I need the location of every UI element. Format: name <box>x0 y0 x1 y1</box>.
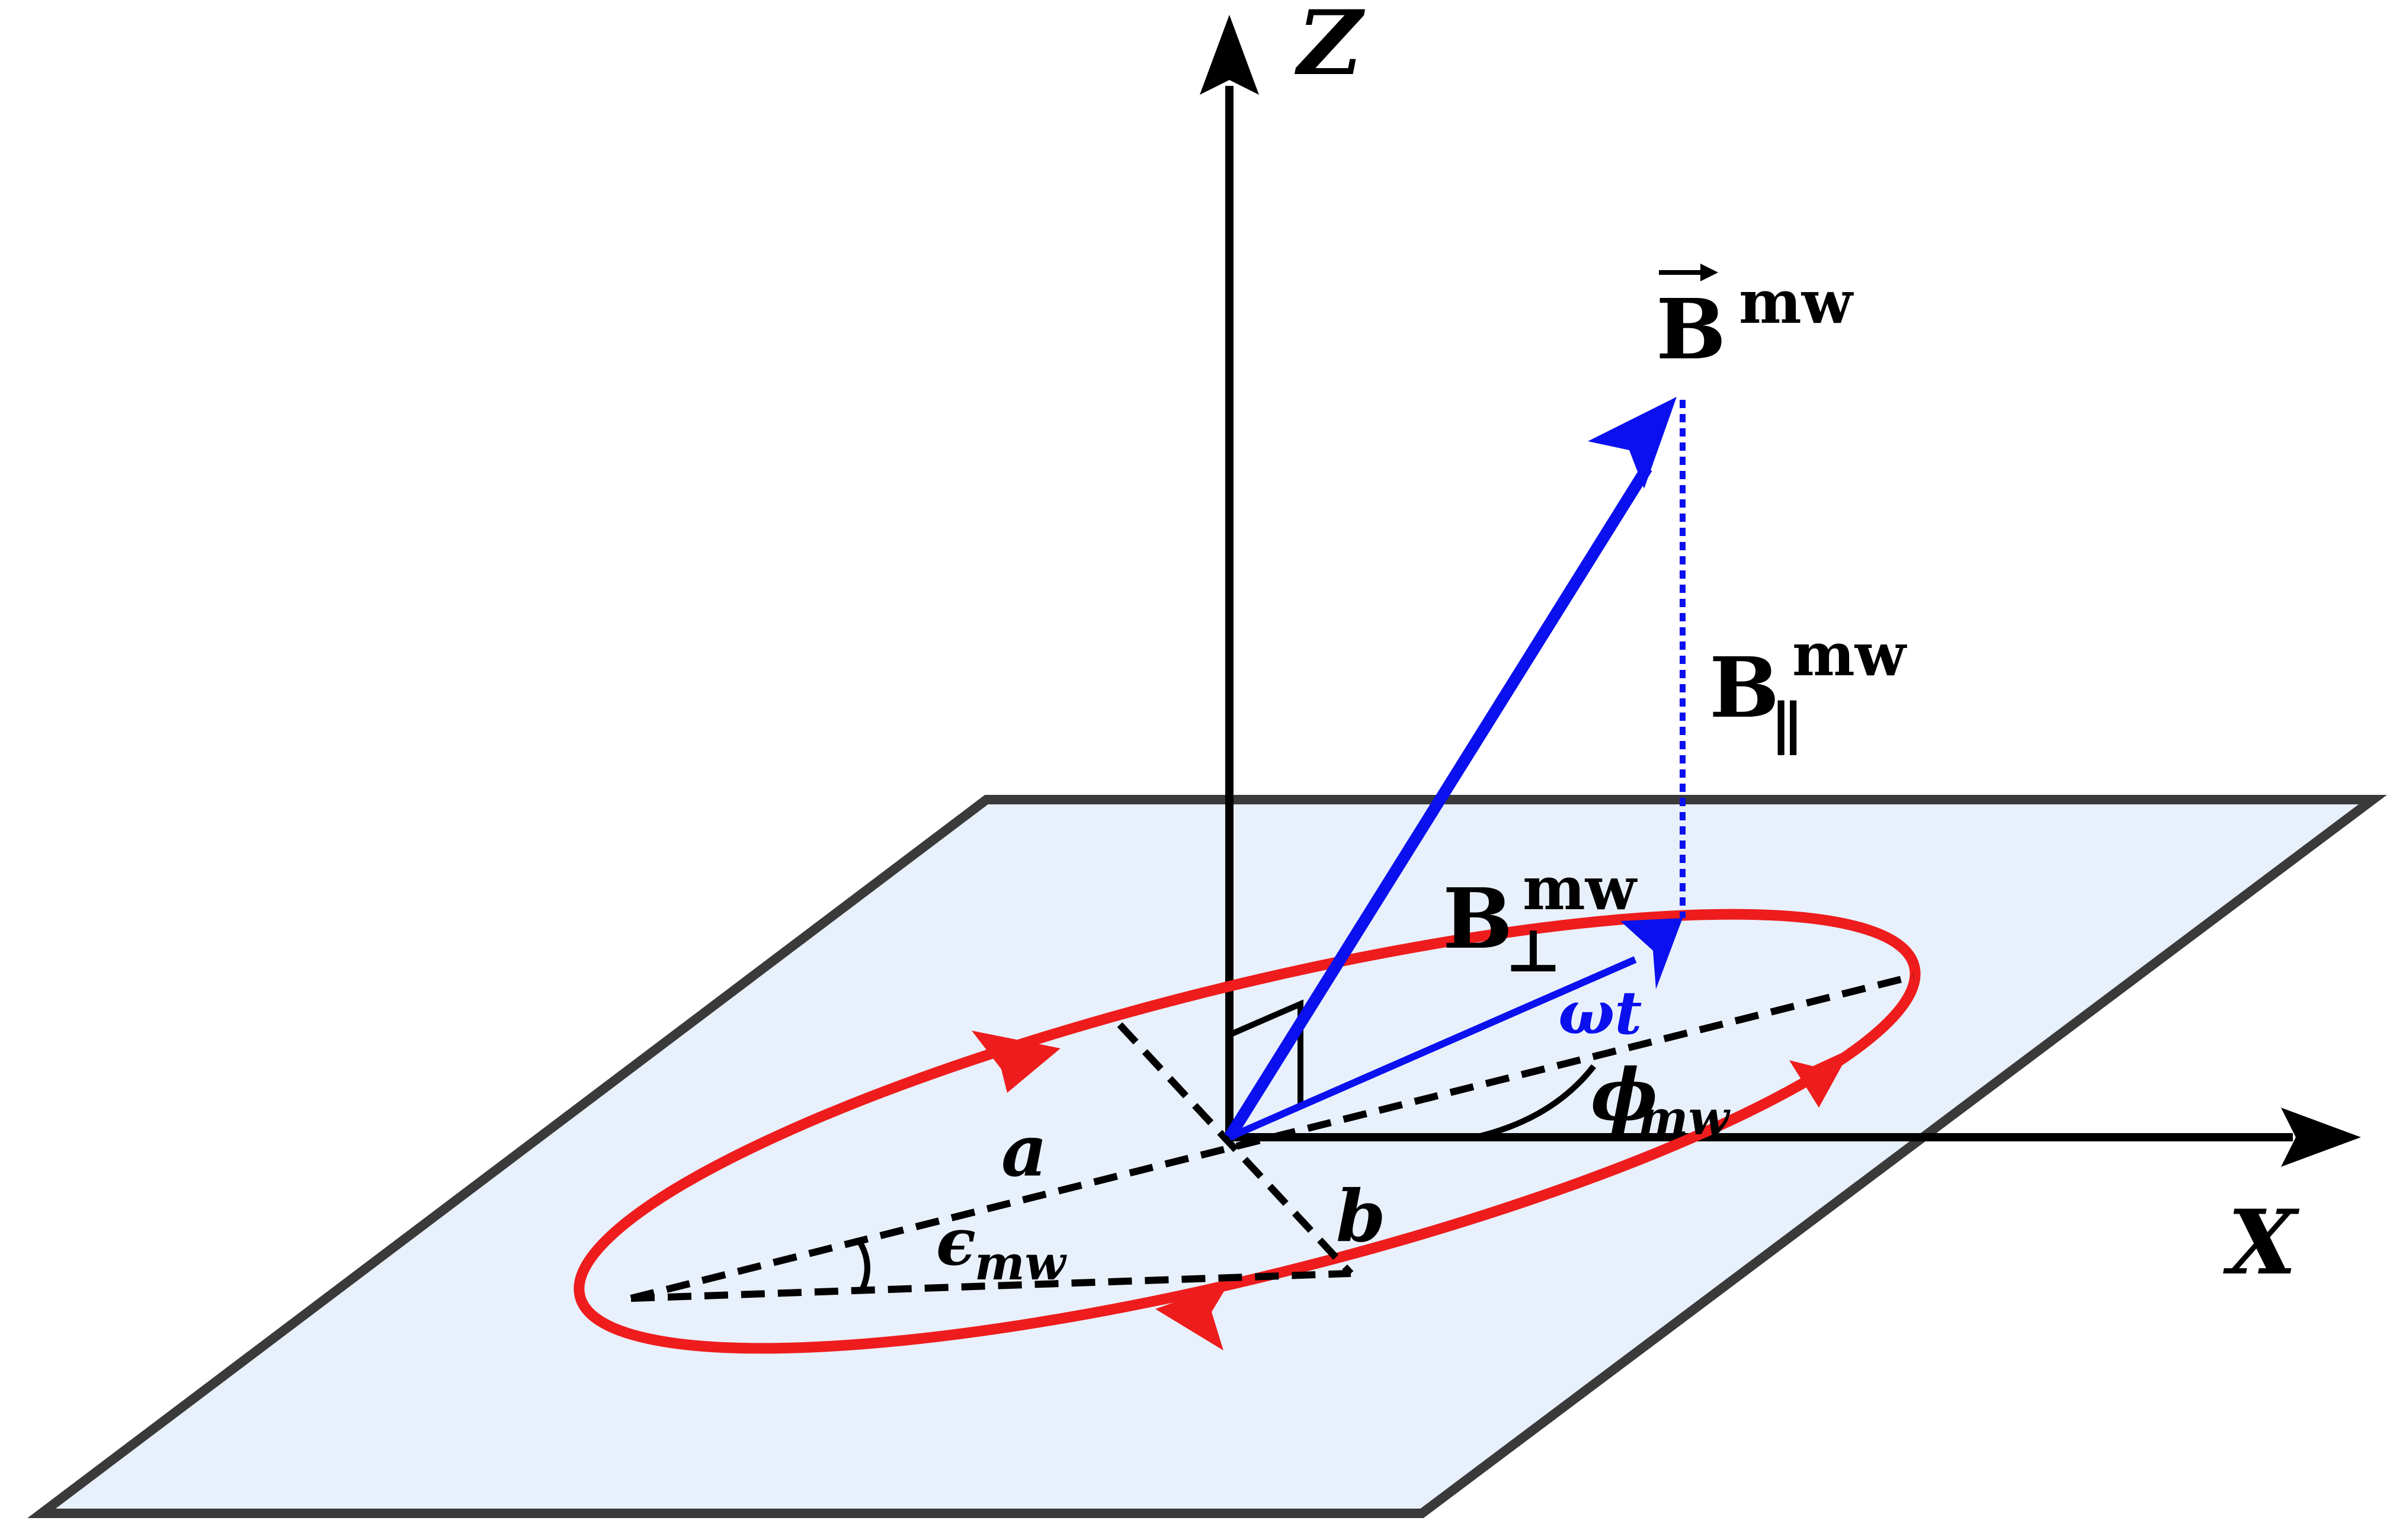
right-angle-marker <box>1231 999 1303 1105</box>
epsilon-subscript: mw <box>975 1235 1068 1291</box>
b-parallel-letter: B <box>1709 640 1779 737</box>
b-perp-label: B mw ⊥ <box>1443 854 1638 986</box>
b-perp-vector-arrowhead <box>1620 918 1683 989</box>
ellipticity-dashed <box>630 1270 1351 1302</box>
semi-major-a-label: a <box>1001 1109 1047 1193</box>
phi-letter: ϕ <box>1591 1053 1658 1137</box>
b-vector-arrowhead <box>1588 397 1677 489</box>
b-vector-superscript: mw <box>1739 267 1854 337</box>
b-parallel-label: B mw ∥ <box>1709 620 1908 763</box>
x-axis-arrowhead <box>2281 1108 2361 1167</box>
phi-subscript: mw <box>1638 1090 1731 1146</box>
epsilon-angle-arc <box>856 1239 870 1292</box>
epsilon-letter: ϵ <box>936 1204 976 1280</box>
z-axis-arrowhead <box>1200 15 1259 95</box>
ellipse-arrow-top <box>972 1031 1061 1093</box>
b-vector-letter: B <box>1656 281 1726 378</box>
epsilon-label: ϵ mw <box>936 1204 1068 1291</box>
ellipse-arrow-bottom <box>1155 1282 1229 1350</box>
phi-label: ϕ mw <box>1591 1053 1731 1146</box>
vector-arrow-over-b-head <box>1700 264 1718 281</box>
ellipse-arrow-right <box>1789 1048 1851 1108</box>
b-vector-line <box>1224 464 1652 1141</box>
polarization-ellipse <box>574 909 1921 1354</box>
b-parallel-subscript: ∥ <box>1771 694 1803 763</box>
b-perp-vector-line <box>1228 956 1637 1141</box>
b-vector-label: B mw <box>1656 264 1854 378</box>
b-parallel-superscript: mw <box>1792 620 1908 689</box>
major-axis-dashed <box>630 973 1915 1302</box>
omega-t-label: ωt <box>1558 978 1642 1048</box>
semi-minor-b-label: b <box>1336 1175 1386 1258</box>
phi-angle-arc <box>1474 1064 1596 1140</box>
b-perp-subscript: ⊥ <box>1505 916 1562 986</box>
b-perp-letter: B <box>1443 871 1513 968</box>
minor-axis-dashed <box>1117 1022 1354 1276</box>
z-axis-label: Z <box>1295 0 1366 95</box>
b-perp-superscript: mw <box>1523 854 1638 923</box>
x-axis-label: X <box>2223 1191 2300 1295</box>
